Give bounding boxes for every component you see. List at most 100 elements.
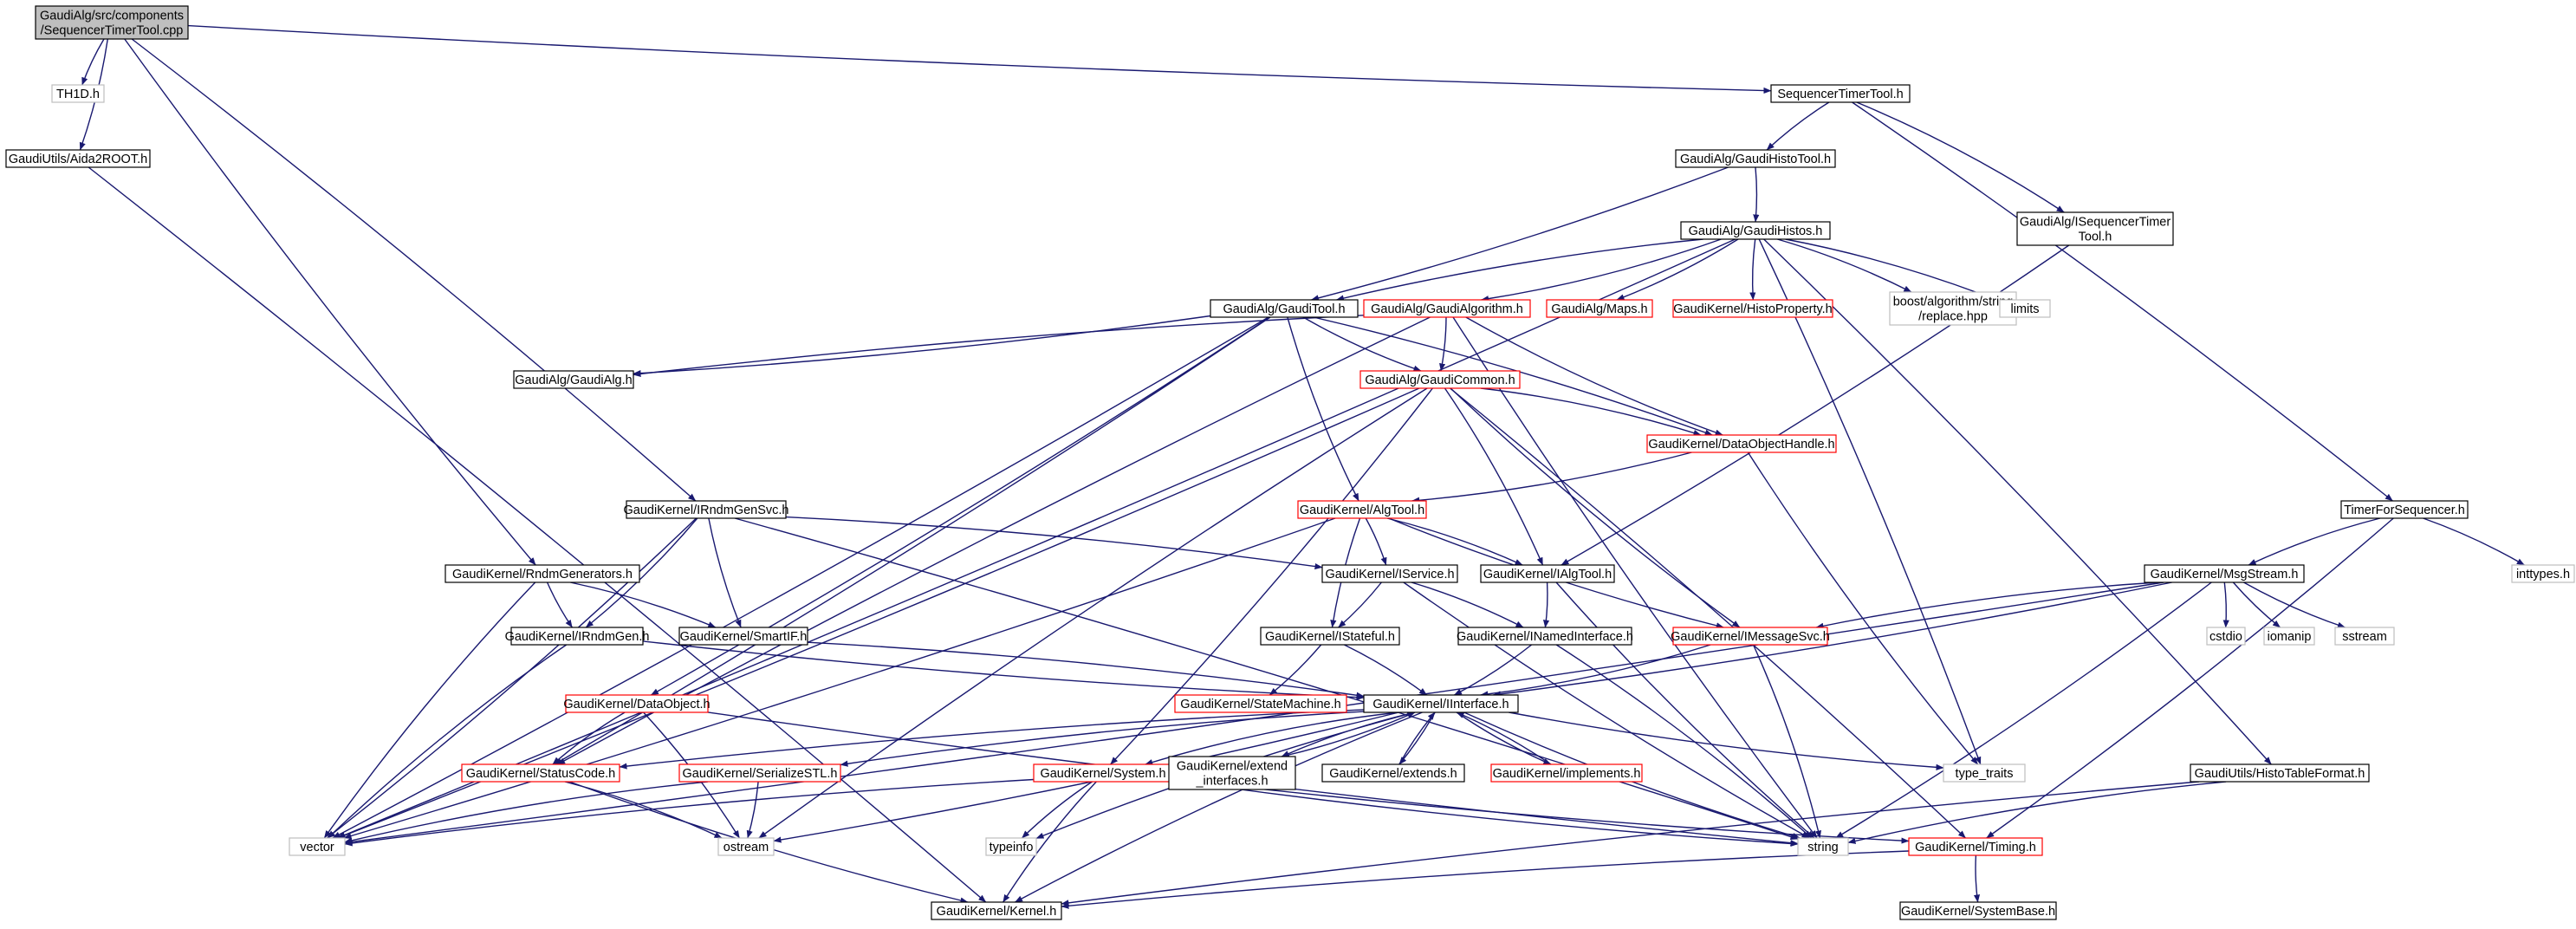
edge-line bbox=[1110, 387, 1433, 765]
edge-rndmgenerators-to-vector bbox=[323, 581, 536, 839]
node-label: GaudiKernel/IRndmGen.h bbox=[505, 630, 650, 644]
node-gaudialgorithm[interactable]: GaudiAlg/GaudiAlgorithm.h bbox=[1363, 299, 1531, 318]
node-serializestl[interactable]: GaudiKernel/SerializeSTL.h bbox=[678, 763, 841, 783]
edge-irndmgen-to-vector bbox=[327, 644, 568, 839]
edge-gaudialgorithm-to-gaudialg bbox=[633, 315, 1365, 378]
node-box bbox=[1680, 221, 1831, 240]
node-implements[interactable]: GaudiKernel/implements.h bbox=[1490, 763, 1643, 783]
node-label: GaudiAlg/GaudiHistos.h bbox=[1689, 224, 1823, 238]
node-ialgtool[interactable]: GaudiKernel/IAlgTool.h bbox=[1480, 564, 1615, 583]
node-iinterface[interactable]: GaudiKernel/IInterface.h bbox=[1363, 694, 1519, 713]
node-box bbox=[1899, 901, 2057, 920]
node-gauditool[interactable]: GaudiAlg/GaudiTool.h bbox=[1210, 299, 1359, 318]
edge-line bbox=[619, 709, 1365, 770]
node-statuscode[interactable]: GaudiKernel/StatusCode.h bbox=[461, 763, 620, 783]
node-label: vector bbox=[300, 841, 334, 854]
node-box bbox=[1908, 837, 2043, 856]
edge-line bbox=[343, 517, 1336, 840]
node-dataobjecthandle[interactable]: GaudiKernel/DataObjectHandle.h bbox=[1646, 434, 1837, 453]
node-label: _interfaces.h bbox=[1195, 775, 1268, 789]
edge-line bbox=[1749, 238, 1756, 301]
edge-algtool-to-vector bbox=[343, 517, 1336, 840]
edge-line bbox=[1752, 644, 1821, 839]
node-root[interactable]: GaudiAlg/src/components/SequencerTimerTo… bbox=[35, 5, 189, 40]
edge-gauditool-to-vector bbox=[332, 316, 1269, 839]
node-maps[interactable]: GaudiAlg/Maps.h bbox=[1546, 299, 1653, 318]
node-label: GaudiAlg/GaudiTool.h bbox=[1223, 302, 1345, 316]
node-system[interactable]: GaudiKernel/System.h bbox=[1033, 763, 1173, 783]
edge-line bbox=[785, 516, 1323, 570]
node-gaudicommon[interactable]: GaudiAlg/GaudiCommon.h bbox=[1359, 370, 1521, 389]
node-statemachine[interactable]: GaudiKernel/StateMachine.h bbox=[1174, 694, 1347, 713]
edge-gaudihistos-to-vector bbox=[336, 238, 1736, 839]
node-box bbox=[1546, 299, 1653, 318]
node-iservice[interactable]: GaudiKernel/IService.h bbox=[1321, 564, 1458, 583]
node-extendinterfaces[interactable]: GaudiKernel/extend_interfaces.h bbox=[1168, 756, 1296, 790]
node-timerforseq[interactable]: TimerForSequencer.h bbox=[2340, 500, 2469, 519]
node-box bbox=[2206, 627, 2246, 646]
edge-dataobjecthandle-to-typetraits bbox=[1747, 452, 1979, 765]
edge-line bbox=[1766, 101, 1830, 151]
node-label: limits bbox=[2010, 302, 2039, 316]
node-irndmgensvc[interactable]: GaudiKernel/IRndmGenSvc.h bbox=[623, 500, 789, 519]
edge-line bbox=[1456, 711, 1552, 765]
node-histotableformat[interactable]: GaudiUtils/HistoTableFormat.h bbox=[2190, 763, 2370, 783]
edge-line bbox=[1452, 316, 1818, 839]
node-dataobject[interactable]: GaudiKernel/DataObject.h bbox=[563, 694, 711, 713]
node-typeinfo: typeinfo bbox=[985, 837, 1037, 856]
edge-line bbox=[1411, 581, 1524, 628]
edge-line bbox=[1411, 452, 1692, 503]
edge-line bbox=[1456, 711, 1552, 765]
node-label: GaudiKernel/RndmGenerators.h bbox=[452, 568, 633, 581]
edge-line bbox=[1145, 711, 1399, 765]
edge-line bbox=[1439, 316, 1447, 372]
node-seqtimertool[interactable]: SequencerTimerTool.h bbox=[1770, 84, 1911, 103]
node-label: inttypes.h bbox=[2516, 568, 2570, 581]
node-label: GaudiKernel/IRndmGenSvc.h bbox=[623, 503, 788, 517]
node-extends[interactable]: GaudiKernel/extends.h bbox=[1321, 763, 1465, 783]
node-gaudihistotool[interactable]: GaudiAlg/GaudiHistoTool.h bbox=[1675, 149, 1836, 168]
node-label: GaudiKernel/IMessageSvc.h bbox=[1671, 630, 1830, 644]
node-timing[interactable]: GaudiKernel/Timing.h bbox=[1908, 837, 2043, 856]
edge-line bbox=[633, 315, 1211, 377]
node-label: GaudiAlg/GaudiCommon.h bbox=[1365, 374, 1515, 387]
node-histoproperty[interactable]: GaudiKernel/HistoProperty.h bbox=[1672, 299, 1833, 318]
node-box bbox=[1675, 149, 1836, 168]
node-rndmgenerators[interactable]: GaudiKernel/RndmGenerators.h bbox=[444, 564, 640, 583]
node-kernel[interactable]: GaudiKernel/Kernel.h bbox=[931, 901, 1062, 920]
edge-line bbox=[1022, 781, 1093, 839]
edge-msgstream-to-sstream bbox=[2243, 581, 2346, 628]
node-smartif[interactable]: GaudiKernel/SmartIF.h bbox=[678, 627, 808, 646]
node-label: GaudiKernel/IInterface.h bbox=[1372, 698, 1509, 711]
node-imessagesvc[interactable]: GaudiKernel/IMessageSvc.h bbox=[1671, 627, 1830, 646]
node-inamedinterface[interactable]: GaudiKernel/INamedInterface.h bbox=[1457, 627, 1633, 646]
node-gaudialg[interactable]: GaudiAlg/GaudiAlg.h bbox=[513, 370, 634, 389]
node-boostreplace: boost/algorithm/string/replace.hpp bbox=[1889, 291, 2017, 326]
node-limits: limits bbox=[1999, 299, 2051, 318]
node-gaudihistos[interactable]: GaudiAlg/GaudiHistos.h bbox=[1680, 221, 1831, 240]
edge-irndmgen-to-iinterface bbox=[642, 640, 1365, 701]
node-label: GaudiUtils/HistoTableFormat.h bbox=[2195, 767, 2365, 781]
edge-gaudihistos-to-histoproperty bbox=[1749, 238, 1756, 301]
edge-irndmgensvc-to-string bbox=[734, 517, 1799, 840]
node-istateful[interactable]: GaudiKernel/IStateful.h bbox=[1260, 627, 1400, 646]
node-systembase[interactable]: GaudiKernel/SystemBase.h bbox=[1899, 901, 2057, 920]
edge-line bbox=[1454, 644, 1533, 696]
node-msgstream[interactable]: GaudiKernel/MsgStream.h bbox=[2144, 564, 2305, 583]
edge-line bbox=[642, 640, 1365, 701]
node-algtool[interactable]: GaudiKernel/AlgTool.h bbox=[1297, 500, 1427, 519]
edge-line bbox=[633, 315, 1365, 378]
node-label: GaudiAlg/ISequencerTimer bbox=[2020, 216, 2171, 230]
node-aida2root[interactable]: GaudiUtils/Aida2ROOT.h bbox=[5, 149, 151, 168]
node-box bbox=[1999, 299, 2051, 318]
edge-iservice-to-inamedinterface bbox=[1411, 581, 1524, 628]
node-box bbox=[444, 564, 640, 583]
node-irndmgen[interactable]: GaudiKernel/IRndmGen.h bbox=[505, 627, 650, 646]
edge-line bbox=[344, 778, 1035, 847]
edge-line bbox=[1386, 517, 1523, 566]
node-label: GaudiAlg/GaudiAlgorithm.h bbox=[1371, 302, 1523, 316]
edge-line bbox=[1338, 581, 1382, 628]
node-box bbox=[1770, 84, 1911, 103]
edge-iinterface-to-implements bbox=[1456, 711, 1552, 765]
